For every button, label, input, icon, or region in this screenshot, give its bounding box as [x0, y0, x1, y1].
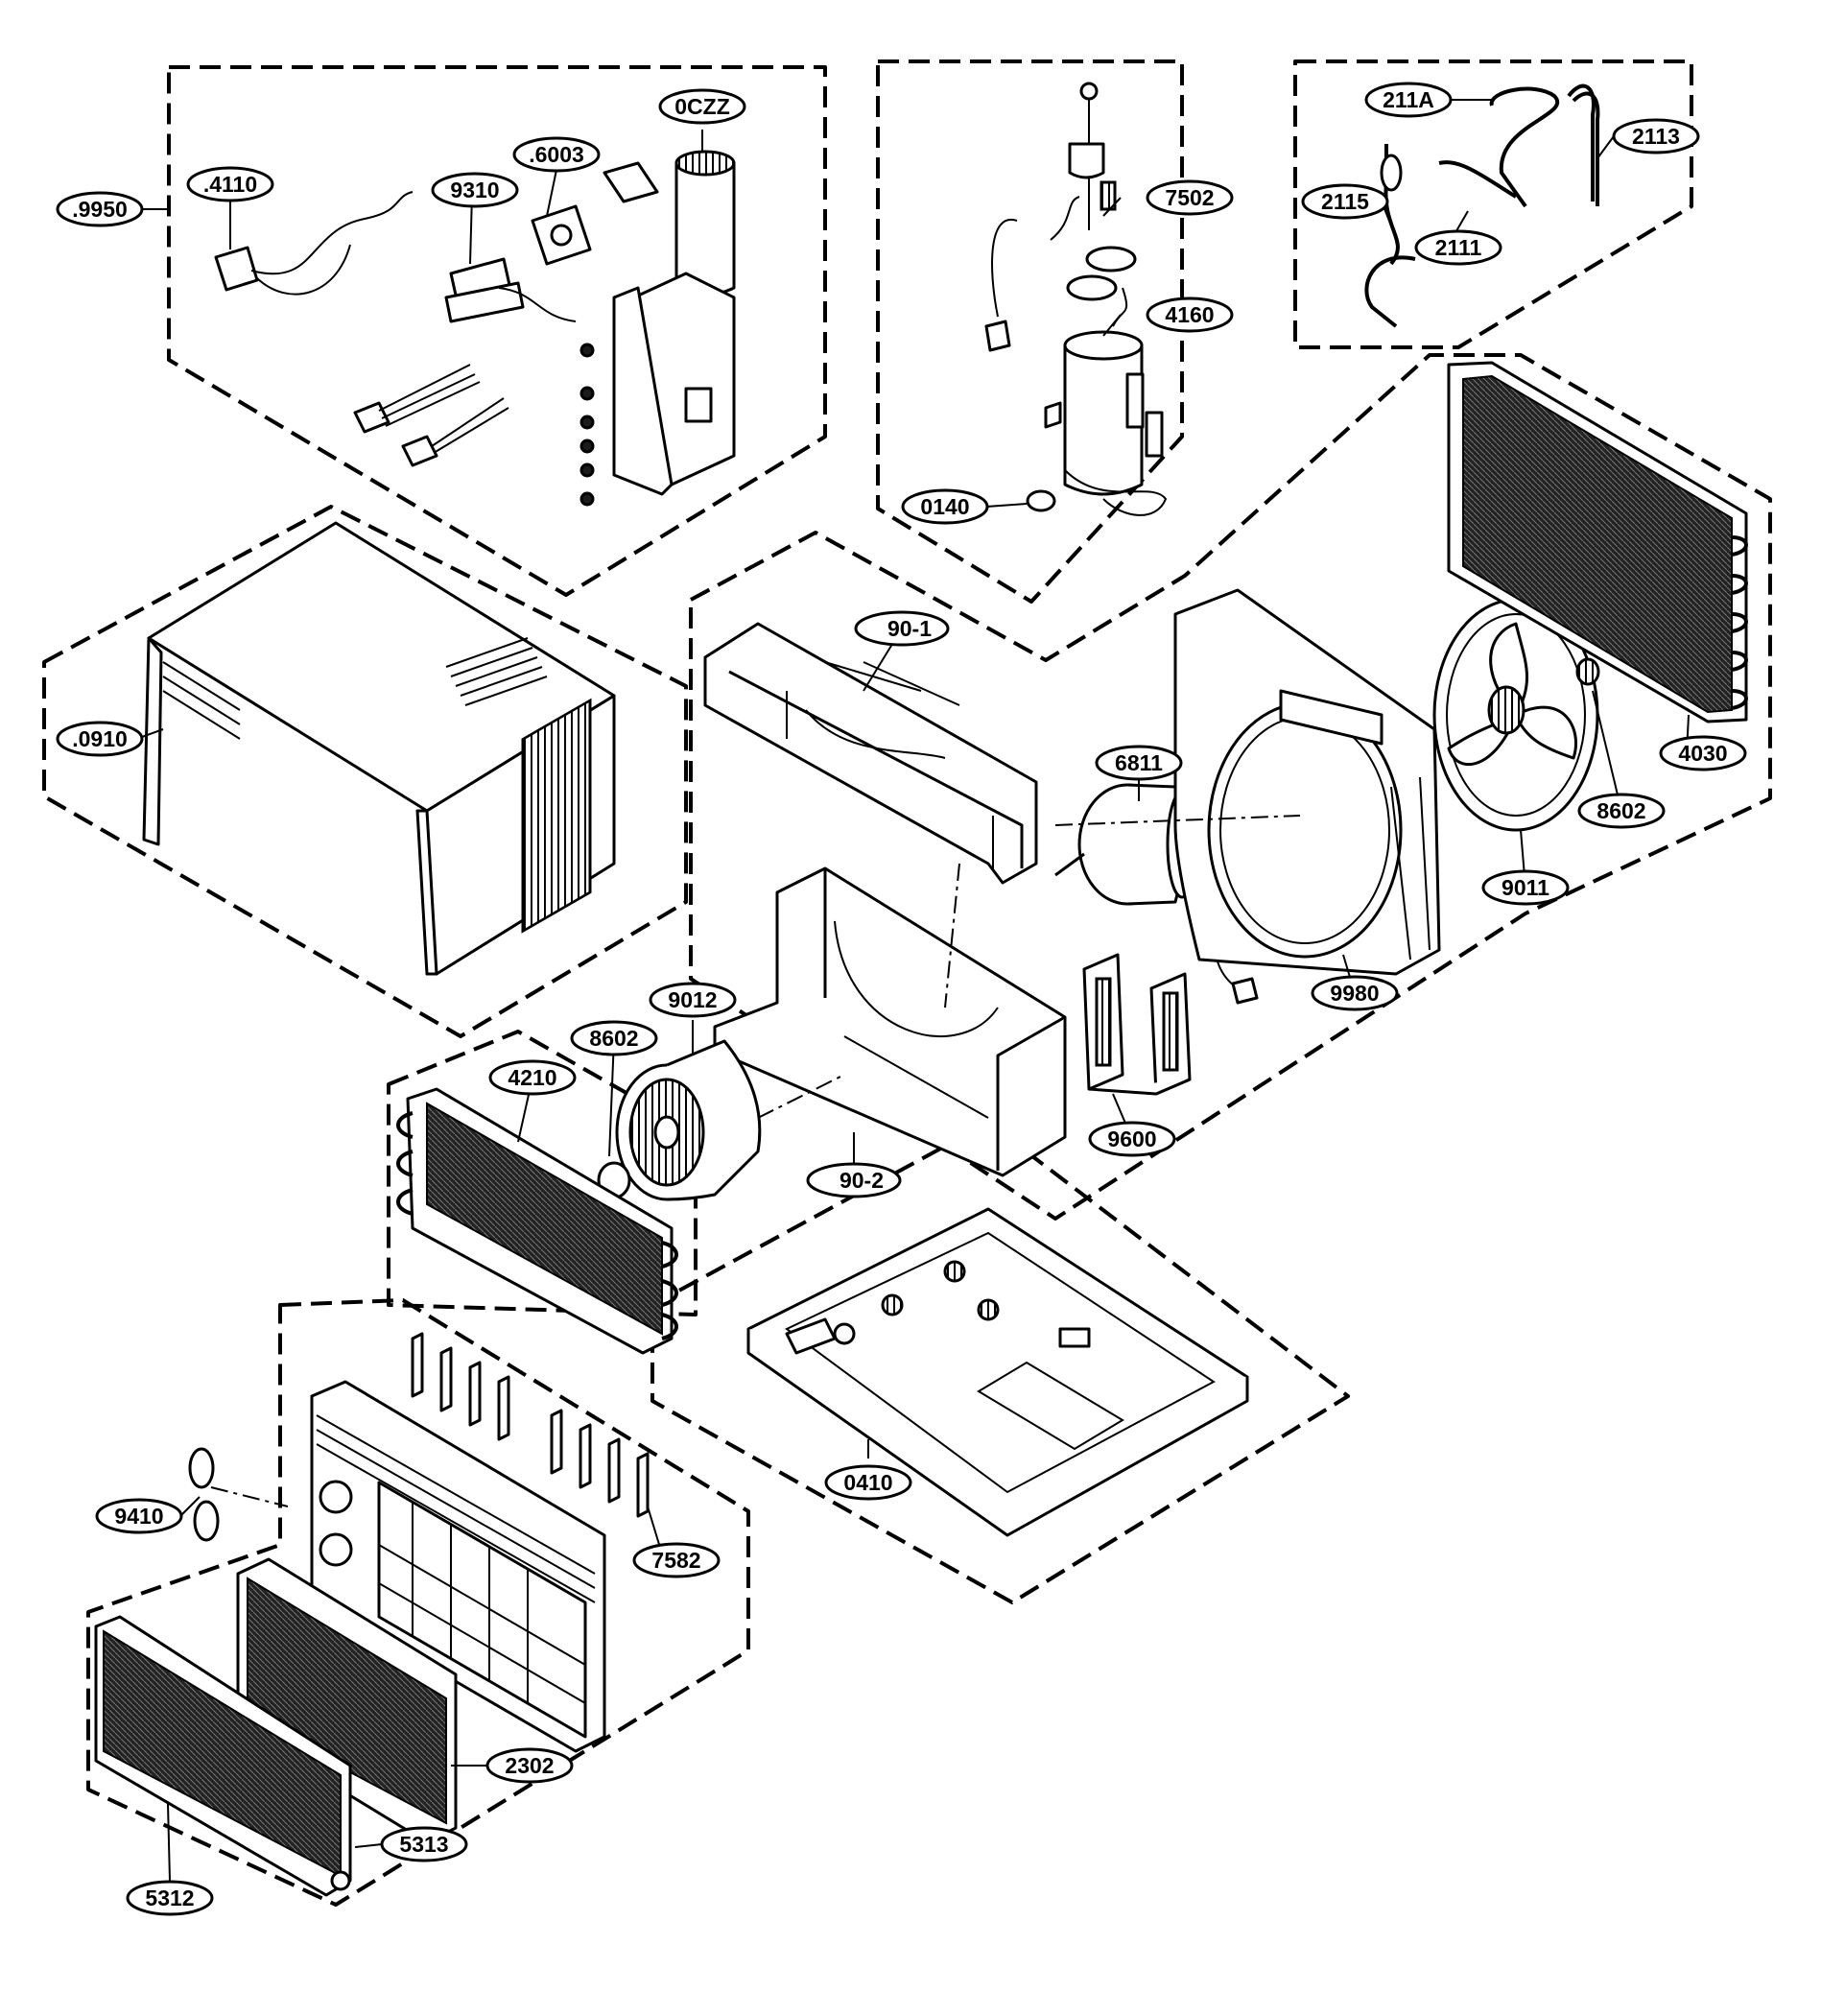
capacitor	[603, 150, 736, 296]
group-boundary-compressor	[876, 59, 1184, 604]
svg-text:.0910: .0910	[72, 726, 128, 751]
svg-text:4160: 4160	[1165, 302, 1214, 327]
svg-text:.4110: .4110	[203, 172, 257, 197]
svg-text:9600: 9600	[1107, 1127, 1156, 1151]
callout-9012: 9012	[649, 982, 737, 1018]
svg-text:2115: 2115	[1321, 189, 1369, 214]
control-knobs	[188, 1447, 220, 1542]
evaporator-coil	[396, 1087, 678, 1355]
callout-5312: 5312	[126, 1880, 214, 1916]
callout-9011: 9011	[1481, 869, 1570, 906]
callout-4030: 4030	[1659, 735, 1747, 771]
wire-harness	[353, 364, 509, 467]
callout-9980: 9980	[1311, 975, 1399, 1011]
callout-9410: 9410	[95, 1498, 183, 1534]
svg-text:0CZZ: 0CZZ	[674, 94, 730, 119]
callout-4110: .4110	[186, 166, 274, 202]
svg-text:6811: 6811	[1115, 750, 1163, 775]
refrigerant-tubing	[1364, 83, 1600, 328]
callout-90-2: 90-2	[806, 1162, 902, 1198]
svg-text:7502: 7502	[1165, 185, 1214, 210]
fan-shroud	[1173, 588, 1441, 976]
motor-mount	[1082, 953, 1192, 1096]
callout-90-1: 90-1	[854, 610, 950, 647]
group-boundary-evaporator	[387, 1030, 698, 1316]
svg-text:2113: 2113	[1632, 124, 1680, 149]
svg-text:9410: 9410	[114, 1504, 163, 1529]
svg-text:5312: 5312	[145, 1886, 194, 1910]
svg-text:8602: 8602	[589, 1026, 638, 1051]
centerline-shroud	[1054, 815, 1301, 826]
thermostat	[531, 204, 592, 266]
air-guide-lower	[713, 866, 1067, 1177]
power-cord	[214, 191, 414, 296]
svg-text:211A: 211A	[1383, 87, 1434, 112]
compressor-assembly	[984, 82, 1168, 516]
condenser-coil	[1447, 361, 1748, 723]
group-boundary-cabinet	[42, 505, 688, 1038]
svg-text:2302: 2302	[505, 1753, 554, 1778]
svg-text:8602: 8602	[1596, 798, 1645, 823]
svg-text:5313: 5313	[399, 1832, 448, 1857]
callout-9310: 9310	[431, 172, 519, 208]
base-pan	[746, 1207, 1249, 1537]
svg-text:9980: 9980	[1330, 981, 1379, 1006]
group-boundary-tubing	[1293, 59, 1693, 349]
svg-text:9310: 9310	[450, 178, 499, 202]
louver-blades	[411, 1332, 650, 1518]
callout-8602-upper: 8602	[1577, 793, 1666, 829]
callout-4210: 4210	[488, 1059, 577, 1096]
svg-text:0410: 0410	[843, 1470, 892, 1495]
svg-text:7582: 7582	[651, 1548, 700, 1573]
svg-text:90-1: 90-1	[887, 616, 932, 641]
group-boundary-front	[86, 1298, 750, 1907]
callout-0czz: 0CZZ	[658, 88, 746, 125]
callout-7582: 7582	[632, 1542, 721, 1578]
front-panel	[94, 1615, 352, 1897]
centerline-guide	[944, 863, 960, 1008]
callout-6003: .6003	[512, 136, 601, 173]
svg-text:4030: 4030	[1678, 741, 1727, 766]
callout-2111: 2111	[1414, 229, 1502, 266]
callout-2302: 2302	[485, 1747, 574, 1784]
blower-wheel	[597, 1039, 762, 1201]
centerline-knobs	[210, 1486, 289, 1507]
callout-5313: 5313	[380, 1826, 468, 1862]
svg-text:9012: 9012	[668, 987, 717, 1012]
svg-text:0140: 0140	[920, 494, 969, 519]
outer-cabinet	[142, 521, 616, 976]
control-box	[579, 272, 736, 507]
callout-7502: 7502	[1146, 179, 1234, 216]
svg-text:4210: 4210	[508, 1065, 556, 1090]
group-boundary-electrical	[167, 65, 827, 597]
centerline-blower	[757, 1074, 845, 1119]
callout-211a: 211A	[1364, 82, 1453, 118]
callout-4160: 4160	[1146, 296, 1234, 333]
callout-0910: .0910	[56, 721, 144, 757]
callout-6811: 6811	[1095, 745, 1183, 781]
svg-text:2111: 2111	[1435, 235, 1482, 260]
callout-2113: 2113	[1612, 118, 1700, 154]
svg-text:.9950: .9950	[72, 197, 128, 222]
svg-text:9011: 9011	[1502, 875, 1549, 900]
group-boundary-base	[650, 1121, 1350, 1604]
callout-0140: 0140	[901, 488, 989, 525]
callout-9600: 9600	[1088, 1121, 1176, 1157]
control-switch	[444, 257, 577, 323]
svg-text:90-2: 90-2	[840, 1168, 884, 1193]
air-guide-upper	[703, 622, 1038, 885]
callout-2115: 2115	[1301, 183, 1389, 220]
callout-8602-lower: 8602	[570, 1020, 658, 1056]
callout-9950: .9950	[56, 191, 144, 227]
callout-0410: 0410	[824, 1464, 912, 1501]
svg-text:.6003: .6003	[529, 142, 584, 167]
